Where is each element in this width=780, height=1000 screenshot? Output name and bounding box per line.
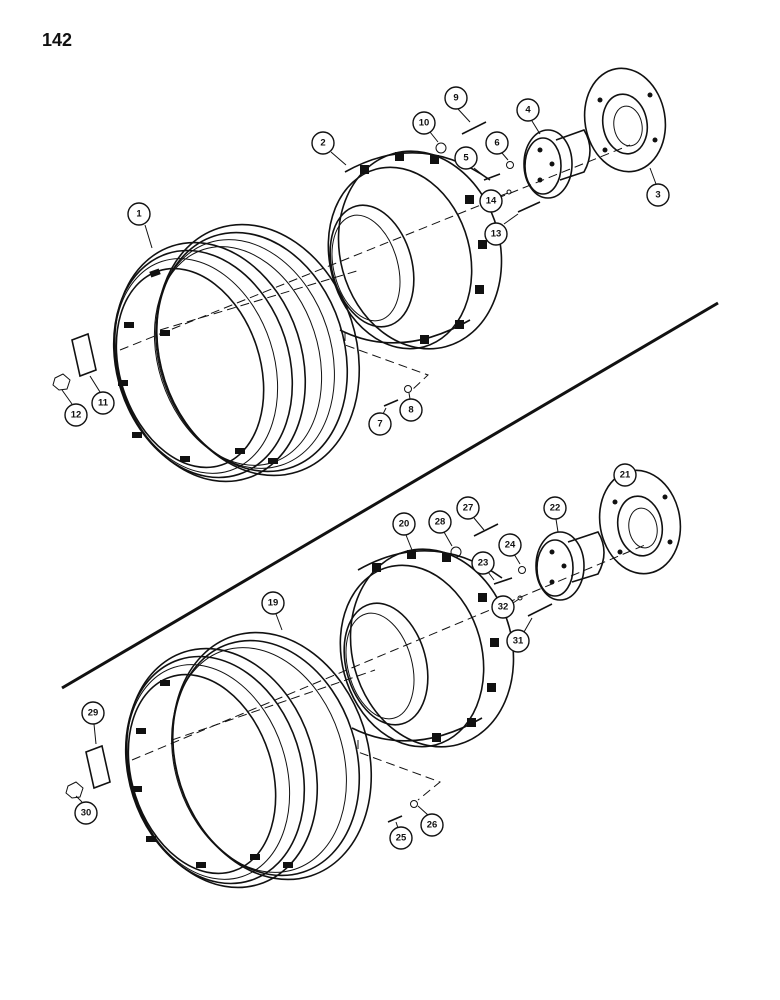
callout-21: 21 (613, 463, 637, 487)
callout-30-label: 30 (81, 808, 92, 819)
callout-21-label: 21 (620, 470, 631, 481)
lower-pin-31 (527, 603, 553, 617)
callout-19-label: 19 (268, 598, 279, 609)
upper-washer-6 (506, 161, 514, 169)
callout-8-label: 8 (408, 405, 413, 416)
lower-nut-26 (410, 800, 418, 808)
callout-6: 6 (485, 131, 509, 161)
lower-bolt-25 (387, 815, 403, 823)
callout-10-label: 10 (419, 118, 430, 129)
callout-22: 22 (543, 496, 567, 533)
callout-2: 2 (311, 131, 347, 166)
callout-28-label: 28 (435, 517, 446, 528)
callout-4-label: 4 (525, 105, 531, 116)
callout-1-label: 1 (136, 209, 142, 220)
callout-27: 27 (456, 496, 485, 531)
lower-nut-28 (450, 546, 462, 558)
callout-26: 26 (417, 805, 444, 837)
callout-2-label: 2 (320, 138, 325, 149)
callout-3-label: 3 (655, 190, 660, 201)
lower-clamp (85, 744, 111, 790)
callout-14-label: 14 (486, 196, 497, 207)
callout-31-label: 31 (513, 636, 524, 647)
upper-bolt-9 (461, 121, 487, 135)
callout-25: 25 (389, 821, 413, 850)
callout-5: 5 (454, 146, 485, 177)
lower-bolt-23 (493, 577, 513, 585)
upper-pin-14 (506, 189, 512, 195)
upper-clamp (71, 332, 97, 378)
callout-13: 13 (484, 213, 519, 246)
callout-1: 1 (127, 202, 153, 249)
lower-hub-casting (339, 548, 515, 748)
callout-14: 14 (479, 189, 509, 213)
callout-9: 9 (444, 86, 471, 123)
callout-10: 10 (412, 111, 439, 143)
lower-assembly (65, 469, 682, 889)
upper-clamp-nut (52, 373, 71, 391)
callout-24-label: 24 (505, 540, 516, 551)
upper-flange (583, 67, 667, 173)
upper-nut-8 (404, 385, 412, 393)
page-number: 142 (42, 30, 73, 50)
callout-7-label: 7 (377, 419, 382, 430)
callout-11: 11 (89, 375, 115, 415)
lower-flange (598, 469, 682, 575)
callout-9-label: 9 (453, 93, 458, 104)
callout-12: 12 (61, 389, 88, 427)
callout-3: 3 (646, 167, 670, 207)
callout-32: 32 (491, 595, 520, 619)
upper-pin-13 (517, 201, 541, 213)
lower-clamp-nut (65, 781, 84, 799)
callout-19: 19 (261, 591, 285, 631)
callout-20: 20 (392, 512, 416, 551)
callout-6-label: 6 (494, 138, 499, 149)
callout-13-label: 13 (491, 229, 502, 240)
upper-nut-10 (435, 142, 447, 154)
lower-axle-hub (535, 531, 605, 601)
callout-28: 28 (428, 510, 453, 547)
callout-4: 4 (516, 98, 541, 135)
callout-23: 23 (471, 551, 495, 581)
callout-11-label: 11 (98, 398, 109, 409)
lower-bolt-27 (473, 523, 499, 537)
callout-8: 8 (399, 392, 423, 422)
upper-axle-hub (523, 129, 591, 199)
callout-12-label: 12 (71, 410, 82, 421)
callout-31: 31 (506, 617, 533, 653)
callout-30: 30 (74, 795, 98, 825)
callout-29-label: 29 (88, 708, 99, 719)
lower-rim (124, 631, 373, 889)
upper-bolt-7 (383, 399, 399, 407)
upper-rim (112, 223, 361, 483)
section-divider-line (61, 301, 719, 690)
callout-20-label: 20 (399, 519, 410, 530)
lower-pin-32 (517, 595, 523, 601)
callout-24: 24 (498, 533, 522, 565)
callout-27-label: 27 (463, 503, 474, 514)
callout-7: 7 (368, 407, 392, 436)
callout-23-label: 23 (478, 558, 489, 569)
callout-25-label: 25 (396, 833, 407, 844)
upper-bolt-5 (483, 173, 501, 181)
callout-26-label: 26 (427, 820, 438, 831)
lower-washer-24 (518, 566, 526, 574)
callout-32-label: 32 (498, 602, 509, 613)
upper-hub-casting (327, 150, 503, 350)
callout-5-label: 5 (463, 153, 469, 164)
callout-29: 29 (81, 701, 105, 745)
upper-assembly (52, 67, 667, 483)
callout-22-label: 22 (550, 503, 561, 514)
